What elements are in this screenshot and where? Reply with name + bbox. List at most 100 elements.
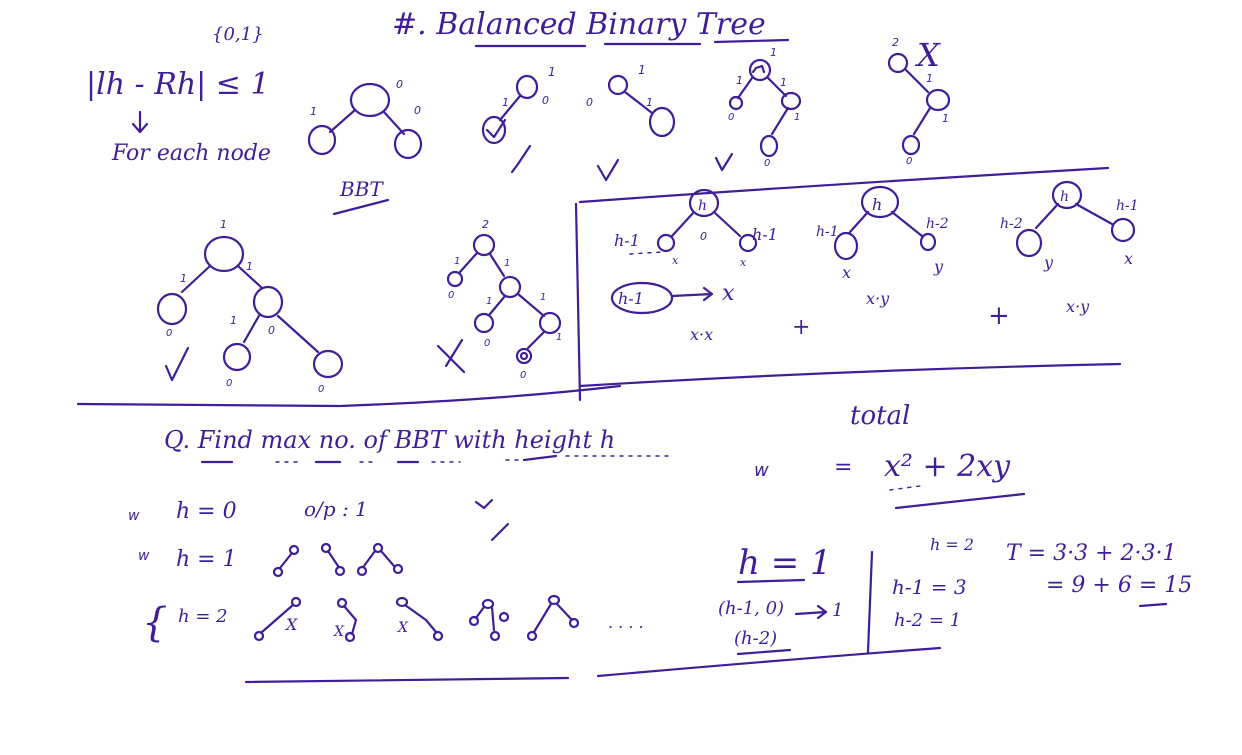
svg-text:1: 1 bbox=[502, 96, 509, 109]
svg-text:h: h bbox=[872, 195, 882, 214]
svg-text:0: 0 bbox=[166, 328, 172, 339]
tick-mark-h0: w bbox=[128, 508, 140, 524]
svg-text:h-1: h-1 bbox=[618, 289, 644, 308]
svg-text:0: 0 bbox=[268, 324, 275, 337]
recurrence-box-bottom bbox=[578, 362, 1122, 388]
svg-text:0: 0 bbox=[484, 338, 490, 349]
total-formula: x² + 2xy bbox=[884, 449, 1011, 484]
svg-text:1: 1 bbox=[230, 314, 237, 327]
svg-text:0: 0 bbox=[764, 158, 770, 169]
case-brace: { bbox=[142, 600, 167, 646]
svg-text:h: h bbox=[698, 198, 707, 214]
total-label: total bbox=[850, 401, 910, 431]
tree-bbt-example: 1 0 0 bbox=[307, 78, 423, 160]
t-calc-line2: = 9 + 6 = 15 bbox=[1046, 573, 1192, 598]
svg-text:x·y: x·y bbox=[866, 289, 890, 308]
svg-text:1: 1 bbox=[556, 332, 562, 343]
recurrence-case-2: h h-1 h-2 x y x·y bbox=[816, 185, 949, 308]
svg-text:1: 1 bbox=[794, 112, 800, 123]
svg-text:0: 0 bbox=[318, 384, 324, 395]
h2-block-line2: h-2 = 1 bbox=[894, 610, 961, 631]
tree-unbalanced-cross: 2 X 1 1 0 bbox=[887, 36, 951, 167]
h2-block-divider bbox=[866, 550, 874, 654]
case-h1: h = 1 bbox=[176, 547, 237, 572]
tree-unbalanced-large: 2 1 1 0 1 1 0 1 0 bbox=[436, 218, 562, 381]
svg-text:1: 1 bbox=[246, 260, 253, 273]
section-separator bbox=[76, 384, 622, 408]
page-title: #. Balanced Binary Tree bbox=[392, 7, 766, 42]
svg-text:2: 2 bbox=[892, 36, 899, 49]
h1-trees bbox=[272, 542, 404, 578]
check-mark-2 bbox=[596, 158, 620, 182]
check-mark-1 bbox=[510, 144, 532, 174]
svg-text:X: X bbox=[397, 620, 409, 636]
svg-text:0: 0 bbox=[396, 78, 403, 91]
svg-text:1: 1 bbox=[540, 292, 546, 303]
check-mark-4 bbox=[164, 346, 190, 382]
svg-text:1: 1 bbox=[504, 258, 510, 269]
svg-text:1: 1 bbox=[736, 74, 743, 87]
svg-text:x: x bbox=[722, 281, 735, 306]
formula-dots bbox=[889, 485, 921, 491]
svg-text:0: 0 bbox=[520, 370, 526, 381]
svg-text:0: 0 bbox=[414, 104, 421, 117]
bottom-line-left bbox=[244, 676, 570, 684]
down-arrow bbox=[131, 110, 149, 134]
question-text: Q. Find max no. of BBT with height h bbox=[164, 426, 615, 454]
total-underline bbox=[894, 492, 1026, 510]
svg-text:X: X bbox=[284, 615, 298, 634]
svg-text:y: y bbox=[933, 257, 944, 276]
bottom-line-right bbox=[596, 646, 942, 678]
svg-text:1: 1 bbox=[942, 112, 949, 125]
svg-text:x·x: x·x bbox=[690, 325, 713, 344]
svg-text:1: 1 bbox=[486, 296, 492, 307]
set-label: {0,1} bbox=[212, 24, 264, 45]
svg-text:0: 0 bbox=[448, 290, 454, 301]
svg-text:x: x bbox=[740, 256, 747, 269]
t-calc-line1: T = 3·3 + 2·3·1 bbox=[1006, 541, 1176, 566]
h1-block-arrow bbox=[794, 604, 828, 620]
question-dots bbox=[275, 455, 673, 463]
recurrence-box-left-top bbox=[574, 166, 1110, 402]
for-each-node-label: For each node bbox=[111, 141, 271, 166]
svg-text:h-1: h-1 bbox=[1116, 198, 1139, 214]
svg-text:h-1: h-1 bbox=[614, 231, 640, 250]
recurrence-case-1: h h-1 h-1 0 x x h-1 x x·x bbox=[610, 188, 778, 344]
tree-large-balanced: 1 1 1 0 1 0 0 0 bbox=[156, 218, 344, 395]
stray-stroke bbox=[490, 522, 510, 542]
svg-text:0: 0 bbox=[906, 156, 912, 167]
ellipsis: . . . . bbox=[608, 613, 644, 632]
h2-trees: X X X bbox=[253, 594, 580, 643]
svg-text:h-1: h-1 bbox=[816, 224, 839, 240]
title-underline-3 bbox=[713, 38, 790, 44]
svg-text:0: 0 bbox=[226, 378, 232, 389]
svg-text:x: x bbox=[842, 263, 851, 282]
svg-text:X: X bbox=[914, 36, 941, 74]
recurrence-case-3: h h-2 h-1 y x x·y bbox=[1000, 180, 1139, 316]
tick-mark-h1: w bbox=[138, 548, 150, 564]
svg-text:h-2: h-2 bbox=[1000, 216, 1023, 232]
case-h0-output: o/p : 1 bbox=[304, 497, 368, 521]
svg-text:h-1: h-1 bbox=[752, 225, 778, 244]
h1-block-underline bbox=[736, 578, 806, 584]
svg-text:2: 2 bbox=[482, 218, 489, 231]
svg-text:0: 0 bbox=[728, 112, 734, 123]
svg-text:1: 1 bbox=[638, 63, 646, 77]
svg-text:0: 0 bbox=[586, 96, 593, 109]
h1-block-result: 1 bbox=[832, 600, 843, 621]
cross-mark-1 bbox=[436, 338, 466, 374]
svg-text:1: 1 bbox=[646, 96, 653, 109]
plus-sign-1: + bbox=[792, 315, 810, 340]
svg-text:x·y: x·y bbox=[1066, 297, 1090, 316]
svg-text:1: 1 bbox=[180, 272, 187, 285]
plus-sign-2: + bbox=[988, 301, 1010, 331]
svg-text:x: x bbox=[672, 254, 679, 267]
svg-text:1: 1 bbox=[770, 46, 777, 59]
h2-block-line1: h-1 = 3 bbox=[892, 575, 967, 599]
condition-label: |lh - Rh| ≤ 1 bbox=[86, 67, 270, 102]
svg-text:x: x bbox=[1124, 249, 1133, 268]
svg-text:h: h bbox=[1060, 189, 1069, 205]
tree-right-chain: 1 0 1 bbox=[586, 63, 676, 182]
case-h2: h = 2 bbox=[178, 606, 228, 627]
